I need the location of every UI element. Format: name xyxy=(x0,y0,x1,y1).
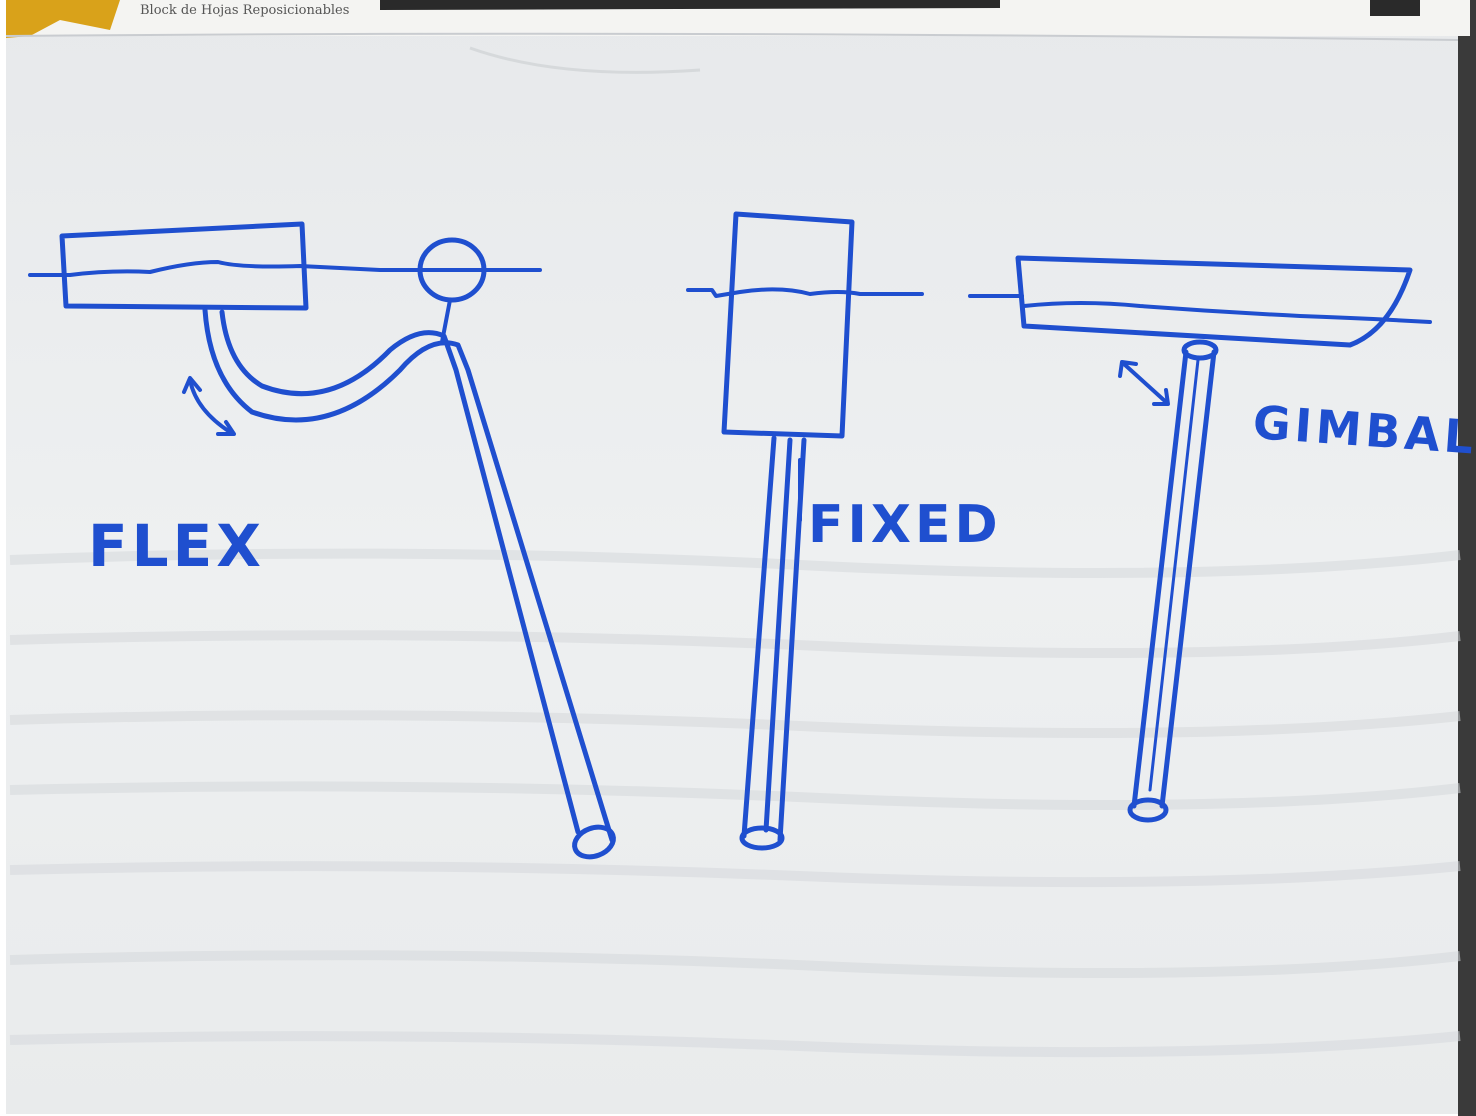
flex-label: FLEX xyxy=(88,512,265,580)
dark-edge-right xyxy=(1458,0,1476,1116)
pad-header-text: Block de Hojas Reposicionables xyxy=(140,3,349,18)
fixed-label: FIXED xyxy=(808,495,1002,555)
pad-brand-mark xyxy=(1370,0,1420,16)
